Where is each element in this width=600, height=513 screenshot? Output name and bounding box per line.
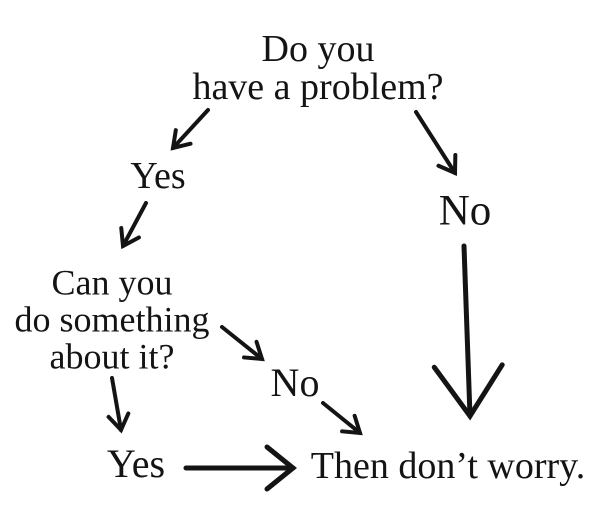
node-yes-bottom: Yes	[106, 441, 166, 486]
node-action-question-line-2: do something	[14, 299, 210, 340]
node-action-question-line-3: about it?	[49, 336, 175, 377]
arrow-no-middle-to-conclusion	[321, 401, 363, 436]
node-question: Do you have a problem?	[192, 30, 443, 106]
arrow-question-to-yes-top	[170, 108, 210, 151]
arrow-yes-top-to-action	[119, 201, 148, 250]
node-action-question: Can you do something about it?	[14, 262, 210, 377]
node-conclusion: Then don’t worry.	[310, 445, 586, 487]
arrow-action-to-no-middle	[220, 325, 265, 362]
node-no-middle: No	[270, 360, 320, 405]
arrow-action-to-yes-bottom	[106, 376, 131, 434]
node-question-line-1: Do you	[261, 28, 375, 70]
node-action-question-line-1: Can you	[51, 262, 173, 303]
node-no-right: No	[438, 187, 492, 235]
arrow-no-right-to-conclusion	[431, 243, 505, 421]
node-yes-top: Yes	[130, 155, 186, 197]
node-question-line-2: have a problem?	[192, 66, 444, 108]
arrow-question-to-no-right	[414, 110, 458, 177]
